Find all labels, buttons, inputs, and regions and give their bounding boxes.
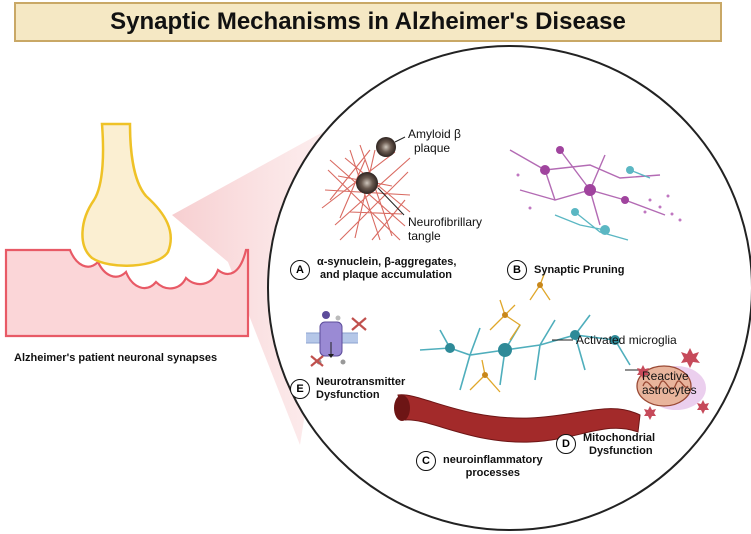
astrocytes-label-line2: astrocytes bbox=[642, 382, 697, 397]
amyloid-label-line1: Amyloid β bbox=[408, 127, 461, 141]
mechanism-e-line1: Neurotransmitter bbox=[316, 376, 406, 388]
pointer-line bbox=[394, 136, 406, 143]
microglia bbox=[537, 282, 543, 288]
badge-b: B bbox=[507, 260, 527, 280]
ros-star bbox=[637, 348, 709, 420]
tangle-label-line1: Neurofibrillary bbox=[408, 215, 483, 229]
astrocyte bbox=[498, 343, 512, 357]
amyloid-label: Amyloid β plaque bbox=[408, 127, 461, 156]
blood-vessel bbox=[397, 394, 641, 443]
tangle-label-line2: tangle bbox=[408, 228, 441, 243]
astrocyte bbox=[610, 335, 620, 345]
badge-d: D bbox=[556, 434, 576, 454]
neurotransmitter-channel-illustration bbox=[306, 311, 358, 365]
tangle-label: Neurofibrillary tangle bbox=[408, 215, 483, 244]
vessel-opening bbox=[394, 395, 410, 421]
badge-e: E bbox=[290, 379, 310, 399]
mechanism-d-label: Mitochondrial Dysfunction bbox=[583, 432, 655, 457]
mechanism-c-line2: processes bbox=[465, 466, 521, 479]
x-mark bbox=[310, 317, 367, 367]
page-title: Synaptic Mechanisms in Alzheimer's Disea… bbox=[110, 8, 626, 35]
mechanism-d-line1: Mitochondrial bbox=[583, 432, 656, 444]
microglia bbox=[482, 372, 488, 378]
microglia-label: Activated microglia bbox=[576, 333, 677, 347]
presynaptic-terminal bbox=[81, 122, 173, 267]
amyloid-plaque bbox=[376, 137, 396, 157]
mechanism-a-label: α-synuclein, β-aggregates, and plaque ac… bbox=[317, 256, 456, 281]
mechanism-c-line1: neuroinflammatory bbox=[443, 454, 543, 466]
pointer-line bbox=[377, 187, 405, 216]
mechanism-e-line2: Dysfunction bbox=[316, 388, 380, 401]
mechanism-c-label: neuroinflammatory processes bbox=[443, 454, 543, 479]
astrocytes-label-line1: Reactive bbox=[642, 369, 689, 383]
mitochondrion-illustration bbox=[636, 365, 706, 410]
amyloid-plaque bbox=[356, 172, 378, 194]
mechanism-b-label: Synaptic Pruning bbox=[534, 264, 625, 276]
mechanism-d-line2: Dysfunction bbox=[589, 444, 653, 457]
mechanism-a-line1: α-synuclein, β-aggregates, bbox=[317, 256, 457, 268]
amyloid-label-line2: plaque bbox=[414, 140, 451, 155]
astrocyte bbox=[570, 330, 580, 340]
astrocytes-label: Reactive astrocytes bbox=[642, 369, 697, 398]
title-banner: Synaptic Mechanisms in Alzheimer's Disea… bbox=[14, 2, 722, 42]
badge-c: C bbox=[416, 451, 436, 471]
synapse-label: Alzheimer's patient neuronal synapses bbox=[14, 352, 218, 364]
badge-a: A bbox=[290, 260, 310, 280]
mechanism-e-label: Neurotransmitter Dysfunction bbox=[316, 376, 405, 401]
microglia bbox=[502, 312, 508, 318]
synaptic-pruning-illustration bbox=[509, 146, 682, 241]
mechanism-a-line2: and plaque accumulation bbox=[320, 268, 453, 281]
astrocyte bbox=[445, 343, 455, 353]
